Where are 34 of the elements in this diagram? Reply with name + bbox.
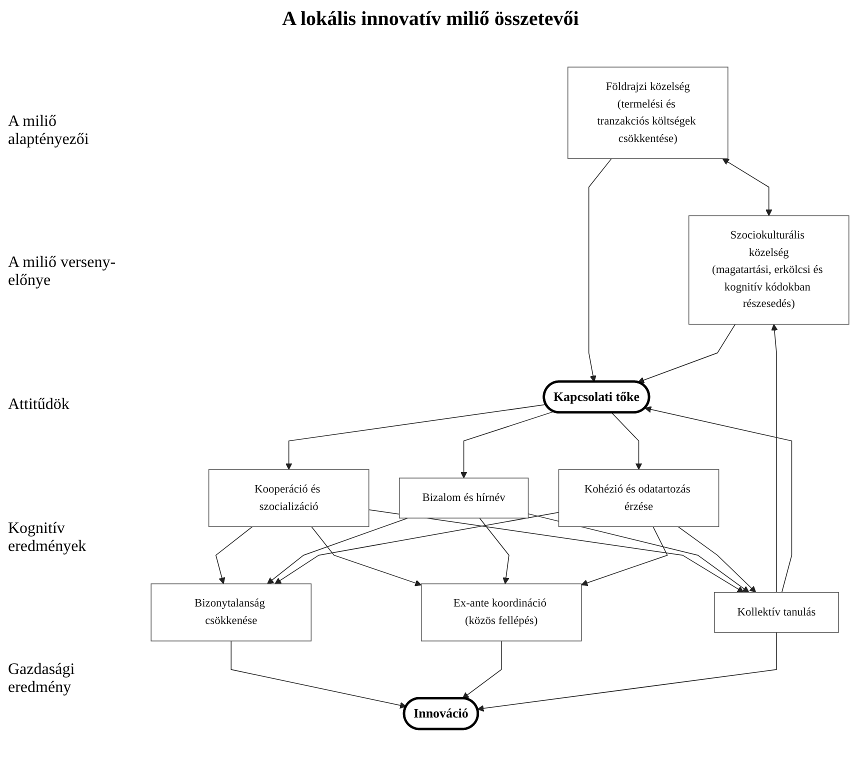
arrow — [722, 158, 772, 216]
node-box: Kollektív tanulás — [714, 592, 839, 633]
arrow — [267, 518, 408, 584]
node-box: Kooperáció és szocializáció — [208, 469, 370, 527]
arrow — [460, 411, 554, 478]
arrow — [611, 412, 642, 470]
node-box: Bizalom és hírnév — [398, 478, 529, 518]
arrow — [638, 324, 736, 384]
arrow — [215, 526, 253, 584]
arrow — [588, 158, 612, 382]
row-label: A miliő verseny- előnye — [8, 254, 117, 290]
arrow — [230, 640, 407, 709]
arrow — [285, 404, 546, 470]
node-box: Szociokulturális közelség (magatartási, erkölcsi és kognitív kódokban részesedés) — [688, 215, 850, 325]
arrow — [771, 324, 778, 593]
diagram-title: A lokális innovatív miliő összetevői — [281, 8, 580, 31]
row-label: Attitűdök — [8, 396, 70, 414]
arrow — [274, 512, 560, 584]
arrow — [581, 526, 668, 586]
node-box: Földrajzi közelség (termelési és tranzakciós költségek csökkentése) — [568, 66, 728, 159]
arrow — [528, 513, 750, 593]
arrow — [477, 632, 777, 712]
arrow — [311, 526, 422, 586]
node-box: Kohézió és odatartozás érzése — [558, 469, 720, 527]
arrow — [462, 640, 502, 699]
arrow — [368, 509, 744, 593]
node-box: Ex-ante koordináció (közös fellépés) — [420, 583, 582, 642]
arrow — [644, 406, 792, 593]
arrow — [479, 518, 510, 584]
node-box: Bizonytalanság csökkenése — [150, 583, 312, 642]
row-label: A miliő alaptényezői — [8, 112, 90, 149]
row-label: Kognitív eredmények — [8, 520, 88, 556]
arrow — [678, 526, 756, 593]
row-label: Gazdasági eredmény — [8, 661, 76, 698]
